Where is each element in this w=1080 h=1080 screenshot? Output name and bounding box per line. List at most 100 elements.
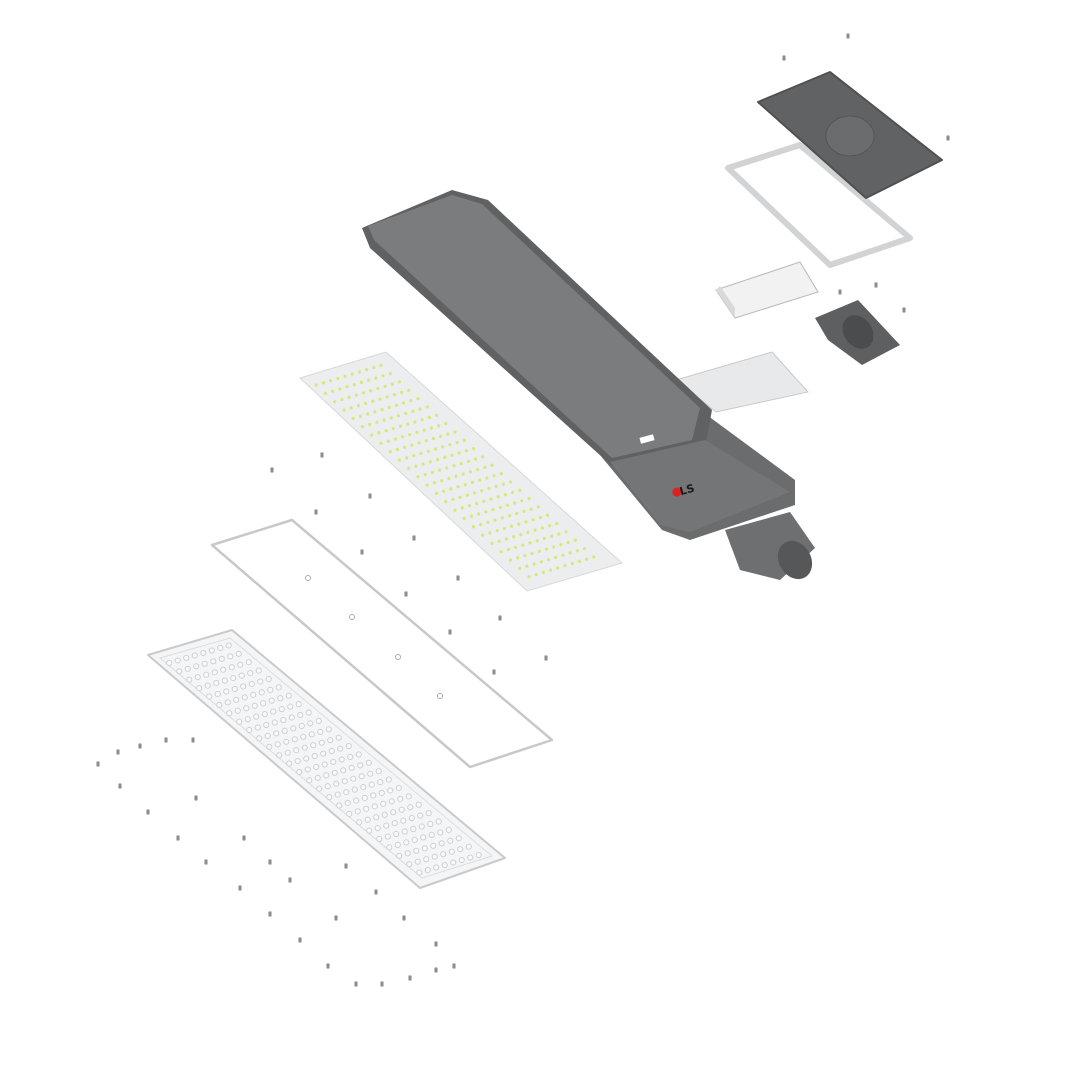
screw: [354, 981, 358, 987]
lens-element: [457, 846, 464, 853]
lens-element: [265, 675, 272, 683]
lens-element: [311, 752, 318, 760]
lens-element: [383, 822, 390, 829]
led-chip: [582, 547, 587, 551]
led-chip: [363, 401, 368, 406]
lens-element: [395, 784, 402, 792]
led-chip: [425, 483, 429, 487]
lens-element: [324, 783, 331, 790]
led-chip: [397, 380, 402, 384]
led-chip: [379, 441, 383, 445]
lens-element: [376, 835, 383, 843]
led-chip: [358, 414, 363, 418]
led-chip: [369, 389, 373, 393]
lens-element: [396, 852, 403, 859]
led-chip: [400, 435, 405, 439]
led-chip: [515, 511, 519, 516]
screw: [242, 835, 246, 841]
lens-element: [275, 684, 282, 691]
lens-element: [255, 667, 262, 674]
lens-element: [276, 752, 283, 759]
led-chip: [505, 503, 510, 507]
led-chip: [372, 365, 376, 370]
screw: [326, 963, 330, 969]
led-chip: [321, 381, 326, 385]
led-chip: [336, 376, 340, 381]
lens-element: [475, 851, 482, 859]
lens-element: [228, 664, 235, 671]
lens-element: [271, 719, 278, 726]
lens-element: [247, 669, 254, 677]
led-chip: [382, 418, 386, 422]
led-chip: [434, 491, 439, 495]
lens-element: [397, 795, 404, 802]
lens-element: [174, 657, 181, 664]
led-chip: [465, 493, 469, 497]
led-chip: [511, 535, 516, 539]
lens-element: [251, 702, 258, 709]
lens-element: [431, 853, 438, 860]
led-chip: [489, 497, 493, 501]
led-chip: [391, 426, 395, 431]
screw: [314, 509, 318, 515]
led-chip: [479, 522, 483, 527]
led-chip: [523, 554, 527, 558]
led-chip: [474, 501, 479, 506]
led-chip: [557, 532, 561, 536]
lens-element: [245, 659, 252, 666]
led-chip: [441, 445, 445, 449]
led-chip: [498, 505, 502, 509]
led-chip: [517, 522, 521, 526]
cover-frame: [725, 142, 913, 268]
lens-element: [381, 811, 388, 818]
lens-element: [267, 686, 274, 693]
lens-element: [403, 839, 410, 846]
led-chip: [343, 374, 347, 378]
led-chip: [412, 454, 416, 458]
led-chip: [559, 543, 563, 547]
led-chip: [453, 508, 457, 512]
led-chip: [508, 558, 513, 562]
screw: [268, 859, 272, 865]
screw: [194, 795, 198, 801]
lens-element: [326, 793, 333, 801]
led-chip: [383, 384, 387, 388]
screw: [368, 493, 372, 499]
led-chip: [500, 516, 504, 520]
lens-element: [298, 722, 305, 730]
led-chip: [463, 483, 467, 487]
led-chip: [502, 526, 506, 531]
screw: [846, 33, 850, 39]
lens-element: [226, 710, 233, 717]
led-chip: [548, 568, 553, 572]
lens-element: [216, 701, 223, 708]
brand-logo: LS: [672, 482, 696, 498]
lens-element: [420, 834, 427, 841]
led-chip: [442, 489, 446, 493]
led-chip: [398, 424, 403, 428]
lens-element: [374, 825, 381, 832]
lens-element: [341, 778, 348, 785]
led-chip: [482, 499, 486, 503]
lens-element: [184, 665, 191, 672]
led-chip: [417, 441, 421, 445]
lens-element: [231, 685, 238, 693]
lens-element: [345, 742, 352, 750]
lens-element: [294, 757, 301, 765]
led-chip: [403, 445, 407, 449]
gasket-hole: [349, 614, 355, 620]
lens-element: [365, 759, 372, 766]
led-chip: [436, 424, 441, 428]
screw: [434, 941, 438, 947]
led-chip: [530, 551, 534, 556]
lens-element: [331, 769, 338, 776]
lens-element: [235, 650, 242, 657]
lens-element: [400, 817, 407, 824]
lens-element: [441, 861, 448, 869]
lens-element: [350, 775, 357, 782]
led-chip: [488, 531, 492, 535]
led-chip: [410, 443, 414, 447]
led-chip: [388, 372, 392, 376]
led-chip: [499, 472, 503, 476]
led-chip: [406, 422, 410, 426]
